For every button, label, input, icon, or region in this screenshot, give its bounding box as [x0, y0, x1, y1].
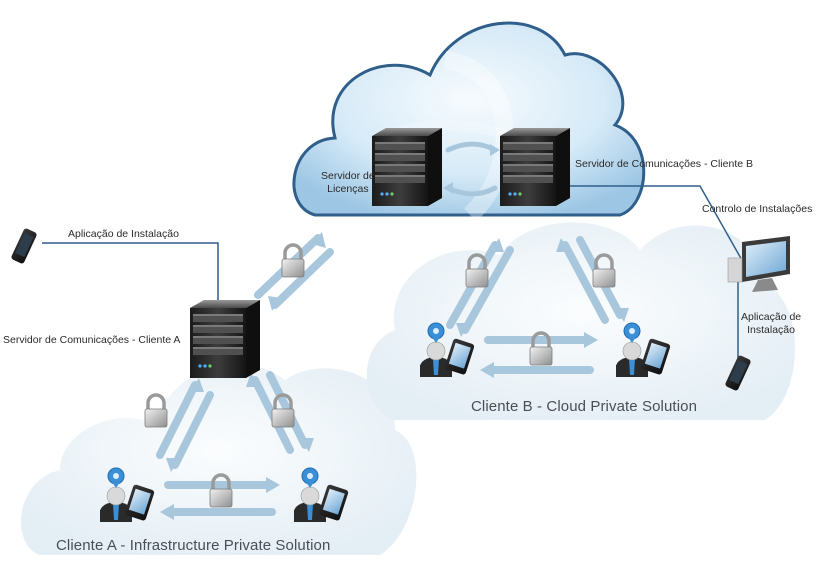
server-comunicacoes-b-icon — [500, 128, 570, 206]
cliente-b-title: Cliente B - Cloud Private Solution — [471, 398, 698, 415]
connector-lines — [42, 185, 744, 370]
controlo-instalacoes-label: Controlo de Instalações — [702, 203, 813, 215]
cloud-cliente-b — [366, 222, 795, 420]
lock-icon — [280, 243, 306, 279]
cloud-cliente-a — [21, 363, 417, 555]
desktop-computer-icon — [727, 236, 790, 292]
aplicacao-instalacao-b-label: Aplicação de Instalação — [741, 311, 801, 337]
arrow-heads — [160, 144, 629, 520]
server-licencas-label-line1: Servidor de — [321, 170, 375, 182]
cliente-a-title: Cliente A - Infrastructure Private Solut… — [56, 537, 331, 554]
server-comunicacoes-a-label: Servidor de Comunicações - Cliente A — [3, 334, 181, 346]
aplicacao-instalacao-b-line2: Instalação — [747, 324, 795, 336]
phone-icon — [10, 227, 38, 265]
aplicacao-instalacao-b-line1: Aplicação de — [741, 311, 802, 323]
server-licencas-icon — [372, 128, 442, 206]
aplicacao-instalacao-a-label: Aplicação de Instalação — [68, 228, 179, 240]
server-comunicacoes-a-icon — [190, 300, 260, 378]
server-comunicacoes-b-label: Servidor de Comunicações - Cliente B — [575, 158, 753, 170]
server-licencas-label: Servidor de Licenças — [321, 170, 375, 196]
server-licencas-label-line2: Licenças — [327, 183, 369, 195]
lock-icon — [143, 393, 169, 429]
